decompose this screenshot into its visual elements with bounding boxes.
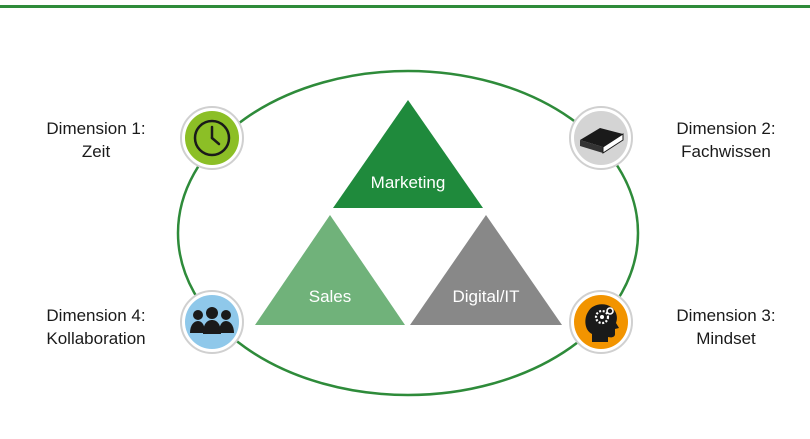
- dimension-4-name: Kollaboration: [46, 329, 146, 348]
- dimension-2-label: Dimension 2: Fachwissen: [646, 117, 806, 163]
- sales-triangle: [255, 215, 405, 325]
- digital-it-triangle: [410, 215, 562, 325]
- marketing-triangle: [333, 100, 483, 208]
- head-gears-icon: [569, 290, 633, 354]
- dimension-3-name: Mindset: [696, 329, 756, 348]
- dimension-4-label: Dimension 4: Kollaboration: [16, 304, 176, 350]
- dimensions-ellipse: [176, 69, 640, 397]
- marketing-label: Marketing: [371, 173, 446, 192]
- dimension-4-title: Dimension 4:: [46, 306, 146, 325]
- header-rule: [0, 5, 810, 8]
- clock-icon: [180, 106, 244, 170]
- dimension-3-title: Dimension 3:: [676, 306, 776, 325]
- book-icon: [569, 106, 633, 170]
- dimension-1-label: Dimension 1: Zeit: [16, 117, 176, 163]
- header-fragment: [0, 0, 810, 16]
- dimension-1-title: Dimension 1:: [46, 119, 146, 138]
- people-icon: [180, 290, 244, 354]
- dimension-2-name: Fachwissen: [681, 142, 771, 161]
- dimension-1-name: Zeit: [81, 142, 111, 161]
- dimension-3-label: Dimension 3: Mindset: [646, 304, 806, 350]
- dimension-2-title: Dimension 2:: [676, 119, 776, 138]
- sales-label: Sales: [309, 287, 352, 306]
- digital-it-label: Digital/IT: [452, 287, 519, 306]
